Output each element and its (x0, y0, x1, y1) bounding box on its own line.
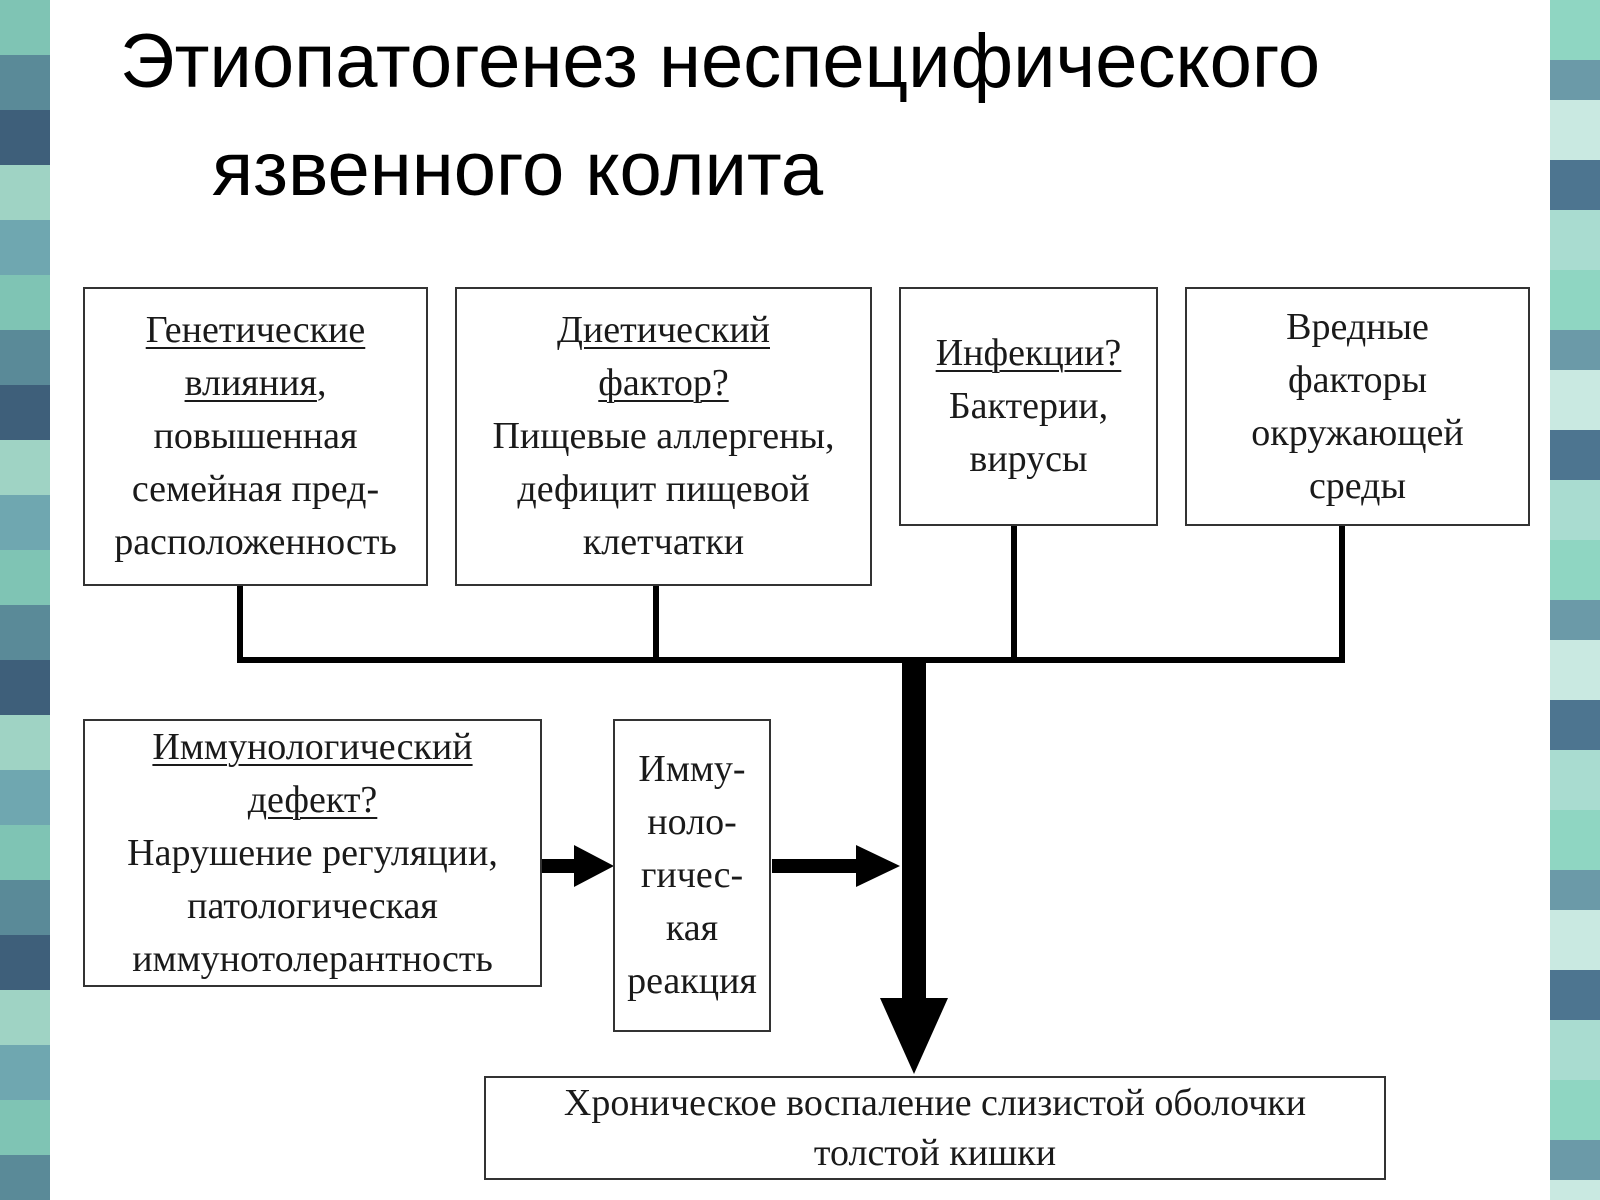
outcome-text-line-1: Хроническое воспаление слизистой оболочк… (563, 1082, 1307, 1124)
infection-text-line-1: Бактерии, (948, 385, 1109, 427)
arrow-shaft-reaction-to-trunk (772, 859, 858, 873)
environment-text-line-3: окружающей (1251, 411, 1464, 454)
diet-factor-box: Диетический фактор? Пищевые аллергены, д… (455, 287, 872, 586)
genetic-heading-line-1: Генетические (145, 309, 366, 351)
right-decorative-band (1550, 0, 1600, 1200)
diet-heading-line-1: Диетический (557, 309, 770, 351)
environment-text-line-1: Вредные (1286, 305, 1429, 348)
outcome-text-line-2: толстой кишки (813, 1132, 1057, 1174)
genetic-heading-line-2: влияния, (184, 362, 327, 404)
infection-factor-box: Инфекции? Бактерии, вирусы (899, 287, 1158, 526)
genetic-text-line-1: повышенная (153, 415, 358, 457)
diet-text-line-1: Пищевые аллергены, (492, 415, 835, 457)
title-line-2: язвенного колита (212, 127, 824, 212)
arrow-head-reaction-to-trunk (856, 845, 900, 887)
immune-defect-text-line-1: Нарушение регуляции, (127, 831, 498, 874)
infection-text-line-2: вирусы (969, 438, 1088, 480)
infection-heading: Инфекции? (935, 332, 1122, 374)
immune-reaction-line-2: ноло- (647, 801, 737, 843)
main-trunk (902, 660, 926, 1000)
diet-heading-line-2: фактор? (598, 362, 729, 404)
outcome-box: Хроническое воспаление слизистой оболочк… (484, 1076, 1386, 1180)
genetic-text-line-3: расположенность (114, 521, 397, 563)
environment-factor-box: Вредные факторы окружающей среды (1185, 287, 1530, 526)
genetic-factor-box: Генетические влияния, повышенная семейна… (83, 287, 428, 586)
immune-reaction-line-5: реакция (627, 960, 757, 1002)
immune-reaction-box: Имму- ноло- гичес- кая реакция (613, 719, 771, 1032)
immune-defect-text-line-2: патологическая (187, 884, 438, 927)
title-line-1: Этиопатогенез неспецифического (120, 19, 1321, 104)
environment-text-line-4: среды (1308, 464, 1407, 507)
immune-reaction-line-1: Имму- (638, 748, 746, 790)
arrow-head-defect-to-reaction (574, 845, 614, 887)
immune-defect-text-line-3: иммунотолерантность (132, 937, 493, 980)
slide-title: Этиопатогенез неспецифического язвенного… (120, 8, 1540, 224)
immune-reaction-line-3: гичес- (640, 854, 744, 896)
immune-defect-heading-line-2: дефект? (247, 778, 378, 821)
diet-text-line-2: дефицит пищевой (517, 468, 810, 510)
immune-defect-box: Иммунологический дефект? Нарушение регул… (83, 719, 542, 987)
environment-text-line-2: факторы (1287, 358, 1428, 401)
main-arrow-head (880, 998, 948, 1074)
immune-reaction-line-4: кая (665, 907, 719, 949)
immune-defect-heading-line-1: Иммунологический (152, 725, 473, 768)
left-decorative-band (0, 0, 50, 1200)
genetic-text-line-2: семейная пред- (131, 468, 380, 510)
arrow-shaft-defect-to-reaction (542, 859, 576, 873)
diet-text-line-3: клетчатки (582, 521, 745, 563)
